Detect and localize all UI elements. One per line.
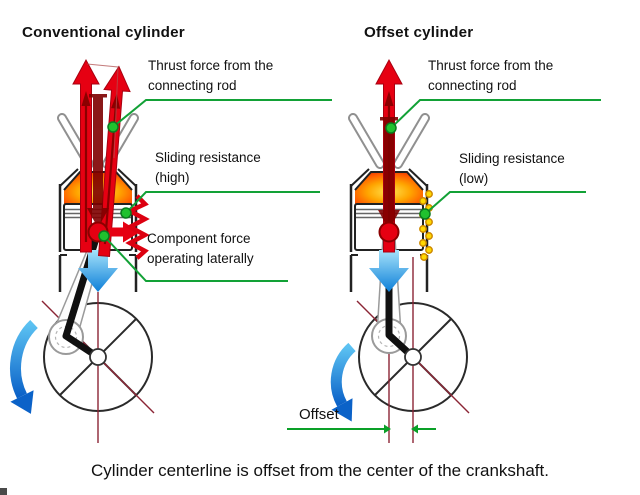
downforce-arrow <box>87 94 109 228</box>
label-component-force-left: Component force operating laterally <box>147 229 254 269</box>
downward-flow-arrow <box>78 250 118 292</box>
label-line: (high) <box>155 170 190 185</box>
right-diagram-title: Offset cylinder <box>364 24 474 41</box>
label-sliding-resistance-right: Sliding resistance (low) <box>459 149 565 189</box>
conventional-engine-diagram <box>10 58 155 443</box>
label-line: Thrust force from the <box>428 58 554 73</box>
offset-dimension-label: Offset <box>299 406 339 423</box>
callout-line-sliding-right <box>424 191 586 215</box>
label-line: Component force <box>147 231 251 246</box>
downforce-arrow <box>378 117 400 230</box>
label-line: connecting rod <box>148 78 237 93</box>
corner-artifact <box>0 488 7 495</box>
callout-lines <box>103 99 601 282</box>
label-thrust-force-left: Thrust force from the connecting rod <box>148 56 273 96</box>
label-thrust-force-right: Thrust force from the connecting rod <box>428 56 553 96</box>
crankcase-walls <box>58 254 138 292</box>
callout-dot <box>98 230 110 242</box>
rotation-arrow-icon <box>330 342 356 422</box>
friction-zigzag-icon <box>124 194 150 260</box>
left-diagram-title: Conventional cylinder <box>22 24 185 41</box>
callout-line-thrust-right <box>390 99 601 129</box>
callout-dot <box>120 207 132 219</box>
caption: Cylinder centerline is offset from the c… <box>91 461 549 480</box>
label-line: operating laterally <box>147 251 254 266</box>
callout-dot <box>385 122 397 134</box>
label-line: Sliding resistance <box>155 150 261 165</box>
callout-dots <box>98 121 431 242</box>
label-line: (low) <box>459 171 489 186</box>
wrist-pin <box>378 221 400 243</box>
label-line: Thrust force from the <box>148 58 274 73</box>
callout-line-sliding-left <box>125 191 320 214</box>
callout-line-thrust-left <box>112 99 332 128</box>
label-line: Sliding resistance <box>459 151 565 166</box>
rotation-arrow-icon <box>10 320 38 414</box>
valve-stems <box>348 113 430 169</box>
offset-engine-diagram <box>287 58 470 443</box>
callout-line-component-left <box>103 235 288 282</box>
callout-dot <box>107 121 119 133</box>
callout-dot <box>419 208 431 220</box>
downward-flow-arrow <box>369 250 409 292</box>
label-line: connecting rod <box>428 78 517 93</box>
label-sliding-resistance-left: Sliding resistance (high) <box>155 148 261 188</box>
offset-dimension <box>287 424 436 434</box>
